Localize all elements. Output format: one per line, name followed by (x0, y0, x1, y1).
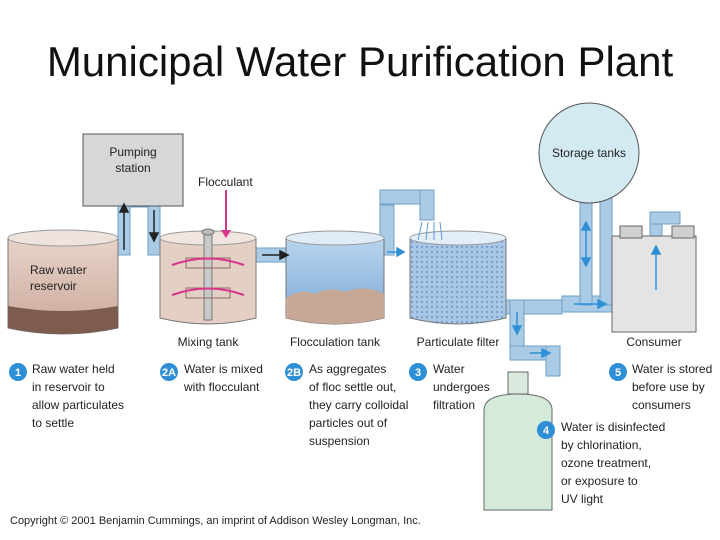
step-4-line-1: Water is disinfected (561, 420, 665, 434)
step-4: 4 Water is disinfected by chlorination, … (537, 420, 665, 506)
flow-arrows (118, 202, 290, 261)
reservoir-label-2: reservoir (30, 279, 77, 293)
step-2b-line-3: they carry colloidal (309, 398, 408, 412)
step-1-line-3: allow particulates (32, 398, 124, 412)
step-2a-line-2: with flocculant (183, 380, 260, 394)
disinfection-cylinder (483, 371, 553, 511)
step-3-line-1: Water (433, 362, 465, 376)
step-3-line-3: filtration (433, 398, 475, 412)
step-5-line-2: before use by (632, 380, 705, 394)
consumer-label: Consumer (626, 335, 681, 349)
step-2b-line-4: particles out of (309, 416, 388, 430)
step-2b-badge: 2B (287, 367, 301, 379)
step-4-line-3: ozone treatment, (561, 456, 651, 470)
pumping-station: Pumping station (82, 133, 184, 207)
reservoir-label-1: Raw water (30, 263, 87, 277)
flocculant-arrow: Flocculant (198, 175, 253, 238)
flocculation-label: Flocculation tank (290, 335, 381, 349)
flocculant-label: Flocculant (198, 175, 253, 189)
step-4-badge: 4 (543, 425, 550, 437)
step-1-line-1: Raw water held (32, 362, 115, 376)
step-4-line-5: UV light (561, 492, 604, 506)
storage-tanks: Storage tanks (538, 102, 640, 204)
pumping-label-2: station (115, 161, 150, 175)
step-5: 5 Water is stored before use by consumer… (609, 362, 712, 412)
flocculation-tank: Flocculation tank (285, 230, 385, 349)
step-3-badge: 3 (415, 367, 421, 379)
step-1-badge: 1 (15, 367, 21, 379)
step-2b-line-5: suspension (309, 434, 370, 448)
step-4-line-2: by chlorination, (561, 438, 642, 452)
step-3-line-2: undergoes (433, 380, 490, 394)
copyright-notice: Copyright © 2001 Benjamin Cummings, an i… (10, 515, 421, 527)
step-2a: 2A Water is mixed with flocculant (160, 362, 263, 394)
step-2b: 2B As aggregates of floc settle out, the… (285, 362, 408, 448)
page-title: Municipal Water Purification Plant (46, 38, 674, 85)
consumer-building: Consumer (611, 225, 697, 349)
storage-label: Storage tanks (552, 146, 626, 160)
step-2b-line-1: As aggregates (309, 362, 386, 376)
step-5-badge: 5 (615, 367, 621, 379)
blue-flow-arrows (387, 220, 662, 359)
step-1-line-4: to settle (32, 416, 74, 430)
step-2a-line-1: Water is mixed (184, 362, 263, 376)
step-5-line-3: consumers (632, 398, 691, 412)
step-2a-badge: 2A (162, 367, 176, 379)
step-2b-line-2: of floc settle out, (309, 380, 396, 394)
particulate-label: Particulate filter (417, 335, 500, 349)
step-1-line-2: in reservoir to (32, 380, 105, 394)
step-3: 3 Water undergoes filtration (409, 362, 490, 412)
step-1: 1 Raw water held in reservoir to allow p… (9, 362, 124, 430)
step-4-line-4: or exposure to (561, 474, 638, 488)
mixing-label: Mixing tank (178, 335, 240, 349)
particulate-filter: Particulate filter (409, 221, 507, 349)
pumping-label-1: Pumping (109, 145, 156, 159)
step-5-line-1: Water is stored (632, 362, 712, 376)
reservoir-tank: Raw water reservoir (7, 229, 119, 335)
mixing-tank: Mixing tank (159, 228, 257, 349)
